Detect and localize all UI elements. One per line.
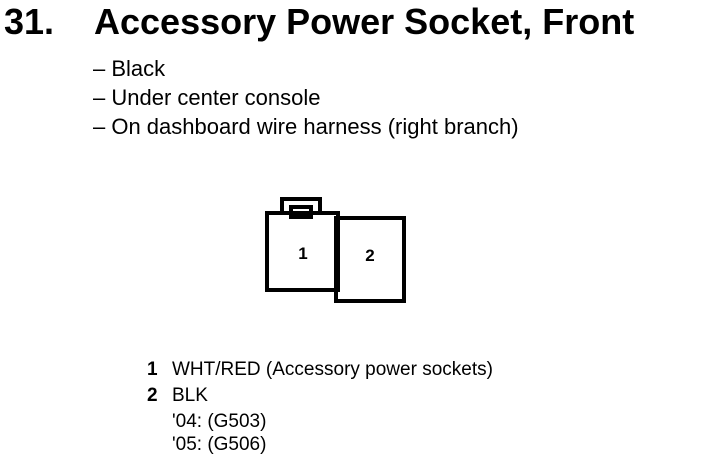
pin-number: 1 (147, 359, 158, 380)
connector-pin-2-label: 2 (365, 246, 374, 265)
pin-description: BLK (172, 385, 208, 406)
pin-row-1: 1 WHT/RED (Accessory power sockets) (147, 358, 493, 384)
pin-2-ground-notes: '04: (G503) '05: (G506) (172, 410, 266, 456)
ground-note: '05: (G506) (172, 434, 267, 455)
connector-cavity-2 (334, 216, 406, 303)
connector-details: – Black – Under center console – On dash… (93, 54, 519, 141)
pin-list: 1 WHT/RED (Accessory power sockets) 2 BL… (147, 358, 493, 456)
detail-location: – Under center console (93, 85, 321, 110)
ground-note: '04: (G503) (172, 411, 267, 432)
connector-pin-1-label: 1 (298, 244, 307, 263)
pin-row-2: 2 BLK (147, 384, 266, 410)
title-text: Accessory Power Socket, Front (94, 1, 635, 42)
pin-number: 2 (147, 385, 158, 406)
pin-description: WHT/RED (Accessory power sockets) (172, 359, 493, 380)
connector-diagram: 1 2 (265, 197, 406, 303)
detail-harness: – On dashboard wire harness (right branc… (93, 114, 519, 139)
connector-lock-tab (280, 197, 322, 213)
detail-color: – Black (93, 56, 166, 81)
title-number: 31. (4, 1, 55, 42)
